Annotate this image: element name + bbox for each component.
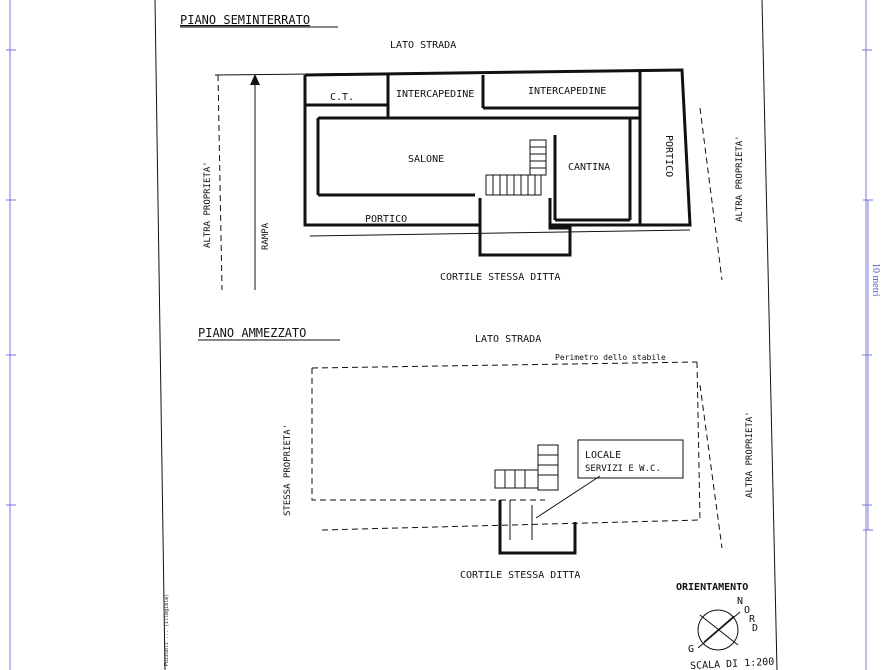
sheet-frame [6, 0, 873, 670]
basement-left-property: ALTRA PROPRIETA' [203, 161, 213, 248]
nord-letter-r: R [749, 614, 756, 625]
basement-staircase [485, 139, 547, 196]
room-portico-right: PORTICO [663, 135, 674, 177]
room-intercapedine-left: INTERCAPEDINE [396, 89, 474, 100]
nord-letter-n: N [737, 596, 743, 607]
room-portico-bottom: PORTICO [365, 214, 407, 225]
basement-right-property: ALTRA PROPRIETA' [735, 135, 745, 222]
mezzanine-plan: PIANO AMMEZZATO LATO STRADA Perimetro de… [198, 326, 755, 581]
mezzanine-room-line1: LOCALE [585, 450, 621, 461]
mezzanine-left-property: STESSA PROPRIETA' [283, 424, 293, 516]
basement-plan: PIANO SEMINTERRATO LATO STRADA [180, 13, 745, 291]
mezzanine-courtyard: CORTILE STESSA DITTA [460, 570, 580, 581]
basement-ramp: RAMPA [261, 222, 271, 250]
nord-letter-d: D [752, 623, 758, 634]
mezzanine-room-line2: SERVIZI E W.C. [585, 464, 661, 474]
basement-title: PIANO SEMINTERRATO [180, 13, 310, 27]
mezzanine-right-property: ALTRA PROPRIETA' [745, 411, 755, 498]
room-ct: C.T. [330, 92, 354, 103]
compass-icon [697, 609, 739, 651]
mezzanine-perimeter: Perimetro dello stabile [555, 353, 666, 362]
room-cantina: CANTINA [568, 162, 610, 173]
mezzanine-title: PIANO AMMEZZATO [198, 326, 306, 340]
basement-street-label: LATO STRADA [390, 40, 456, 51]
west-letter: G [688, 644, 694, 655]
mezzanine-street-label: LATO STRADA [475, 334, 541, 345]
orientation-block: ORIENTAMENTO N O R D G SCALA DI 1:200 [676, 582, 775, 670]
room-salone: SALONE [408, 154, 444, 165]
scale-bar-label: 10 metri [870, 263, 881, 297]
basement-courtyard: CORTILE STESSA DITTA [440, 272, 560, 283]
orientation-title: ORIENTAMENTO [676, 582, 748, 593]
room-intercapedine-right: INTERCAPEDINE [528, 86, 606, 97]
nord-letter-o: O [744, 605, 750, 616]
orientation-scale: SCALA DI 1:200 [690, 657, 775, 670]
side-note: Pozzuoli ... (illegible) [164, 594, 170, 666]
